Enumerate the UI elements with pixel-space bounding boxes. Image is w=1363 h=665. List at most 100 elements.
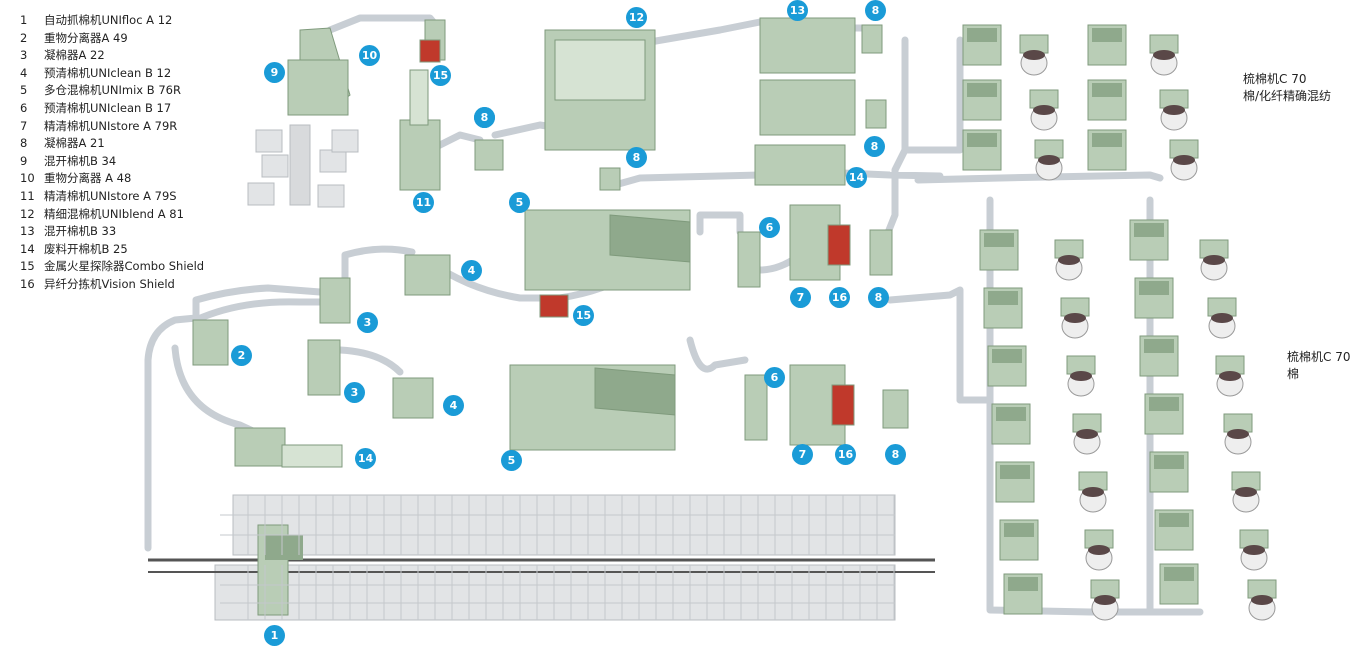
duct-cards-lower-feed xyxy=(886,286,964,404)
legend-item-number: 13 xyxy=(20,224,35,239)
card-machine xyxy=(1139,335,1179,377)
can-lid xyxy=(1235,487,1257,497)
bale-row-back xyxy=(232,494,896,556)
card-machine xyxy=(962,24,1002,66)
legend-item-number: 2 xyxy=(20,30,28,45)
legend-item-text: 凝棉器A 22 xyxy=(44,48,105,63)
can-lid xyxy=(1058,255,1080,265)
can-lid xyxy=(1227,429,1249,439)
duct-to-cards-main xyxy=(914,171,1164,184)
machine-14-waste-lower xyxy=(234,427,286,467)
legend-item-number: 5 xyxy=(20,83,28,98)
card-machine xyxy=(983,287,1023,329)
callout-c9: 9 xyxy=(264,62,285,83)
card-machine xyxy=(979,229,1019,271)
sliver-can xyxy=(1060,297,1090,339)
card-machine xyxy=(962,79,1002,121)
duct-10-11 xyxy=(326,14,444,34)
sliver-can xyxy=(1019,34,1049,76)
card-machine-top xyxy=(1159,513,1189,527)
machine-16-upper xyxy=(827,224,851,266)
callout-c15b: 15 xyxy=(573,305,594,326)
card-machine xyxy=(991,403,1031,445)
can-lid xyxy=(1023,50,1045,60)
legend-item-text: 精清棉机UNIstore A 79S xyxy=(44,188,177,203)
sliver-can xyxy=(1072,413,1102,455)
legend-item-number: 11 xyxy=(20,188,35,203)
card-machine-top xyxy=(996,407,1026,421)
sliver-can xyxy=(1159,89,1189,131)
machine-8-right-lower xyxy=(882,389,909,429)
card-machine xyxy=(1159,563,1199,605)
legend-item-number: 3 xyxy=(20,48,28,63)
legend-item-text: 重物分离器 A 48 xyxy=(44,171,132,186)
card-machine xyxy=(1144,393,1184,435)
legend-item-number: 12 xyxy=(20,206,35,221)
card-machine xyxy=(1087,79,1127,121)
legend-item-text: 废料开棉机B 25 xyxy=(44,241,128,256)
machine-5-hopper-lower xyxy=(594,367,676,416)
can-lid xyxy=(1163,105,1185,115)
callout-c8a: 8 xyxy=(865,0,886,21)
machine-4-upper xyxy=(404,254,451,296)
legend-item-number: 15 xyxy=(20,259,35,274)
sliver-can xyxy=(1066,355,1096,397)
machine-12-chutes xyxy=(554,39,646,101)
machine-3-lower xyxy=(307,339,341,396)
zone-label-blend-line2: 棉/化纤精确混纺 xyxy=(1243,89,1332,103)
zone-label-blend: 梳棉机C 70 棉/化纤精确混纺 xyxy=(1243,71,1331,105)
can-lid xyxy=(1243,545,1265,555)
sliver-can xyxy=(1054,239,1084,281)
card-machine-top xyxy=(1092,133,1122,147)
duct-5-to-6 xyxy=(696,211,744,236)
legend-item: 3 凝棉器A 22 xyxy=(20,47,204,65)
legend-item-number: 6 xyxy=(20,100,28,115)
card-machine xyxy=(1154,509,1194,551)
machine-6-upper xyxy=(737,231,761,288)
card-machine-top xyxy=(1092,28,1122,42)
callout-c8d: 8 xyxy=(864,136,885,157)
callout-c16b: 16 xyxy=(835,444,856,465)
sliver-can xyxy=(1215,355,1245,397)
callout-c1: 1 xyxy=(264,625,285,646)
legend-item-text: 混开棉机B 34 xyxy=(44,153,117,168)
can-lid xyxy=(1082,487,1104,497)
card-machine-top xyxy=(1144,339,1174,353)
card-machine-top xyxy=(1092,83,1122,97)
card-machine-top xyxy=(967,28,997,42)
zone-label-cotton-line2: 棉 xyxy=(1287,367,1300,381)
machine-11-top xyxy=(409,69,429,126)
card-machine-top xyxy=(1164,567,1194,581)
card-machine-top xyxy=(1008,577,1038,591)
sliver-can xyxy=(1231,471,1261,513)
can-lid xyxy=(1203,255,1225,265)
callout-c8c: 8 xyxy=(626,147,647,168)
machine-2-heavy-separator xyxy=(192,319,229,366)
duct-8-up xyxy=(881,36,909,244)
legend-item-number: 9 xyxy=(20,153,28,168)
callout-c10: 10 xyxy=(359,45,380,66)
card-machine xyxy=(995,461,1035,503)
machine-3-upper xyxy=(319,277,351,324)
card-machine-top xyxy=(984,233,1014,247)
card-machine-top xyxy=(1004,523,1034,537)
machine-5-hopper-upper xyxy=(609,214,691,263)
bale-laydown xyxy=(148,494,935,621)
callout-c13: 13 xyxy=(787,0,808,21)
machines xyxy=(192,17,909,468)
machine-9-body xyxy=(287,59,349,116)
sliver-can xyxy=(1090,579,1120,621)
legend-item-number: 7 xyxy=(20,118,28,133)
legend-item-number: 1 xyxy=(20,13,28,27)
can-lid xyxy=(1088,545,1110,555)
can-lid xyxy=(1033,105,1055,115)
card-machine xyxy=(999,519,1039,561)
machine-13-mixer-top xyxy=(759,17,856,74)
